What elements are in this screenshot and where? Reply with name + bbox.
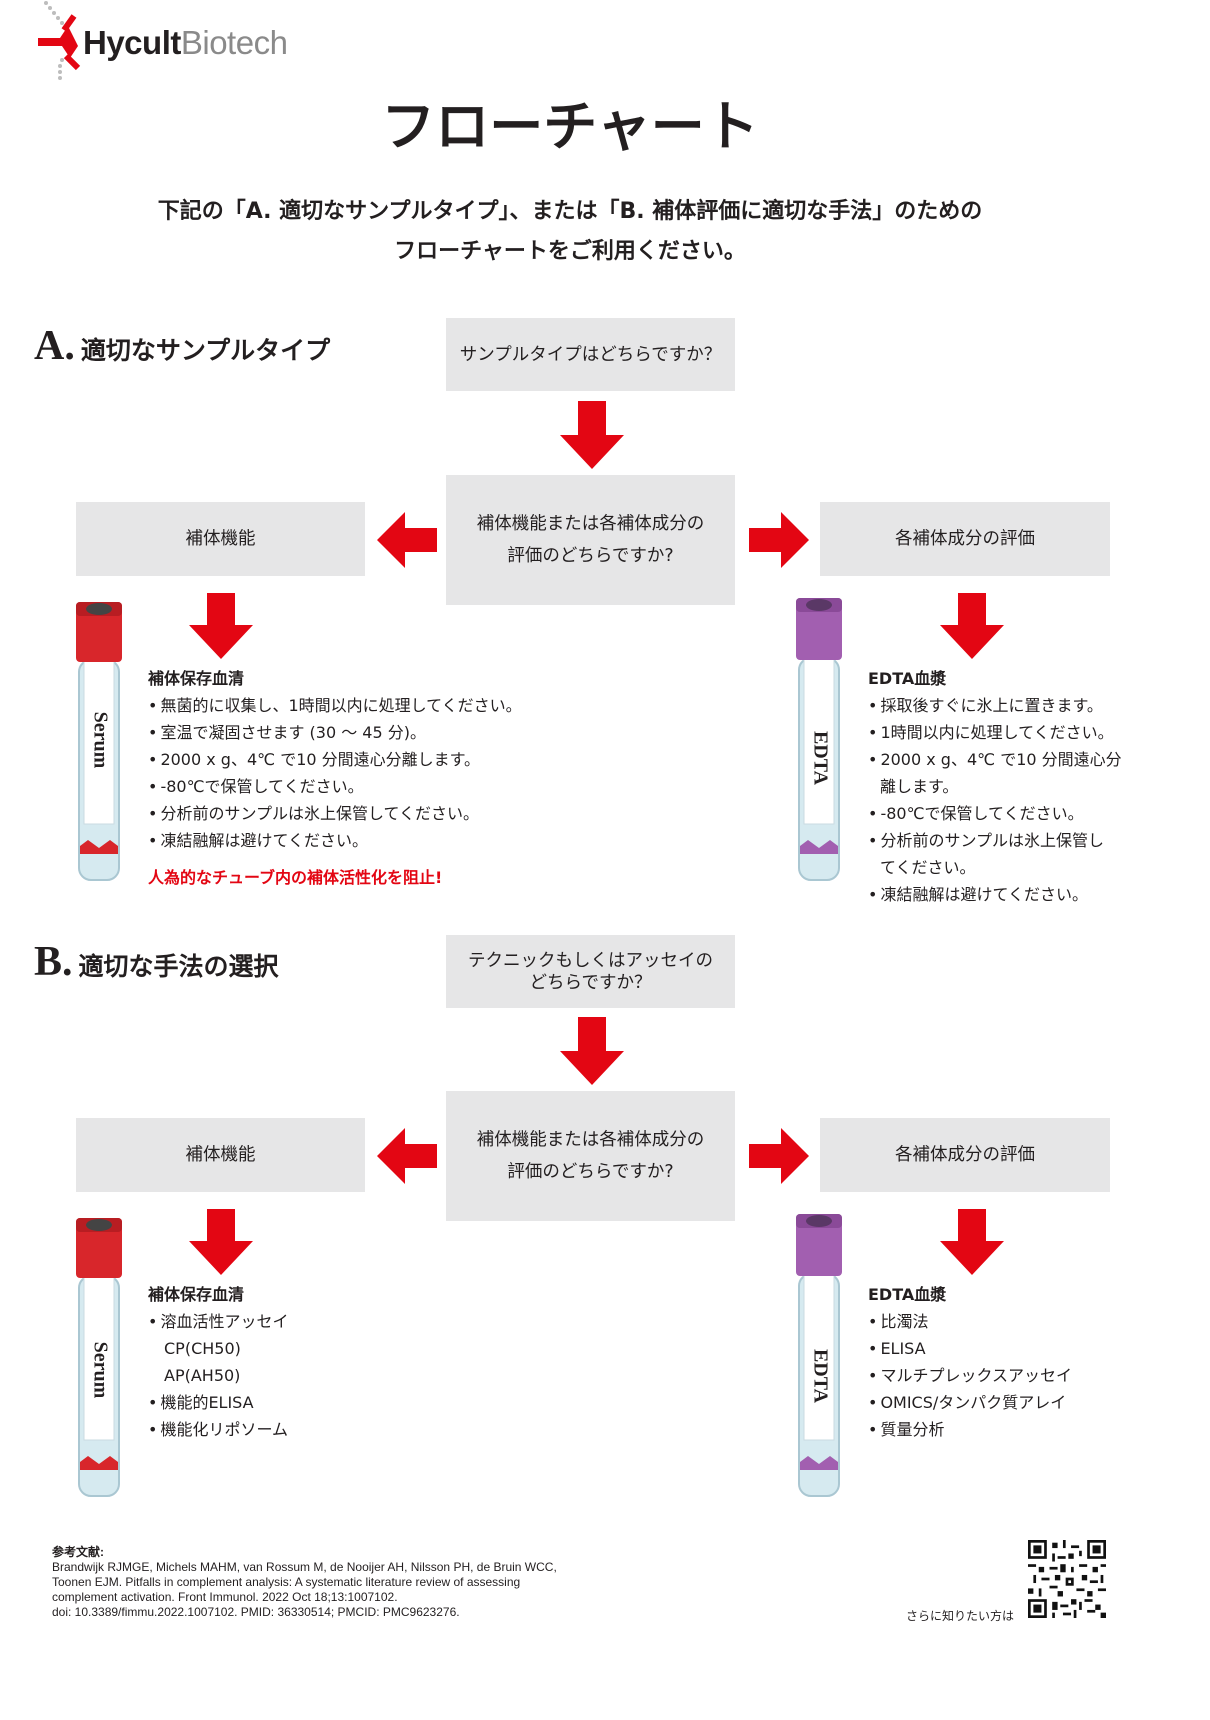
arrow-right-icon	[749, 512, 809, 568]
section-b-q2-line2: 評価のどちらですか?	[507, 1162, 674, 1182]
list-item: -80℃で保管してください。	[148, 773, 522, 800]
page-title: フローチャート	[381, 95, 759, 158]
section-a-right-box-label: 各補体成分の評価	[895, 529, 1035, 549]
reference-line: Toonen EJM. Pitfalls in complement analy…	[52, 1575, 521, 1589]
list-item: 分析前のサンプルは氷上保管し	[868, 827, 1122, 854]
section-b-q2-line1: 補体機能または各補体成分の	[476, 1130, 705, 1150]
list-item-continuation: てください。	[880, 858, 976, 877]
section-b-question-technique-or-assay: テクニックもしくはアッセイの どちらですか？	[446, 935, 735, 1008]
list-item: 2000 x g、4℃ で10 分間遠心分	[868, 746, 1121, 773]
section-b-q1-line2: どちらですか？	[529, 972, 652, 993]
section-b-title: B.適切な手法の選択	[34, 938, 279, 986]
list-heading: 補体保存血清	[148, 1285, 245, 1304]
list-item: 機能的ELISA	[148, 1389, 288, 1416]
section-a-left-box-label: 補体機能	[185, 529, 256, 549]
intro-line-1: 下記の「A. 適切なサンプルタイプ」、または「B. 補体評価に適切な手法」のため…	[157, 199, 983, 224]
list-item: 2000 x g、4℃ で10 分間遠心分離します。	[148, 746, 522, 773]
logo-text-bold: Hycult	[83, 24, 181, 61]
list-item: 1時間以内に処理してください。	[868, 719, 1122, 746]
section-b-box-complement-function: 補体機能	[76, 1118, 365, 1192]
intro-line-2: フローチャートをご利用ください。	[394, 239, 746, 264]
section-a-q2-line1: 補体機能または各補体成分の	[476, 514, 705, 534]
section-a-serum-instructions: 補体保存血清 無菌的に収集し、1時間以内に処理してください。 室温で凝固させます…	[148, 665, 522, 891]
list-item: 比濁法	[868, 1308, 1072, 1335]
section-b-right-box-label: 各補体成分の評価	[895, 1145, 1035, 1165]
intro-text: 下記の「A. 適切なサンプルタイプ」、または「B. 補体評価に適切な手法」のため…	[0, 192, 1140, 272]
list-item: 凍結融解は避けてください。	[148, 827, 522, 854]
company-logo	[30, 0, 320, 90]
list-item: -80℃で保管してください。	[868, 800, 1122, 827]
list-item-continuation: 離します。	[880, 777, 959, 796]
arrow-down-icon	[560, 401, 624, 469]
list-item: OMICS/タンパク質アレイ	[868, 1389, 1072, 1416]
reference-line: doi: 10.3389/fimmu.2022.1007102. PMID: 3…	[52, 1605, 460, 1619]
edta-tube-label: EDTA	[809, 731, 831, 786]
arrow-down-icon	[189, 1209, 253, 1275]
section-b-name: 適切な手法の選択	[78, 952, 279, 981]
reference-line: Brandwijk RJMGE, Michels MAHM, van Rossu…	[52, 1560, 557, 1574]
list-subitem: CP(CH50)	[164, 1339, 241, 1358]
edta-tube-icon: EDTA	[796, 1214, 842, 1497]
serum-tube-label: Serum	[89, 712, 111, 769]
section-a-edta-instructions: EDTA血漿 採取後すぐに氷上に置きます。 1時間以内に処理してください。 20…	[868, 665, 1122, 908]
reference-line: complement activation. Front Immunol. 20…	[52, 1590, 398, 1604]
section-b-box-component-evaluation: 各補体成分の評価	[820, 1118, 1110, 1192]
section-b-left-box-label: 補体機能	[185, 1145, 256, 1165]
arrow-left-icon	[377, 1128, 437, 1184]
section-b-serum-methods: 補体保存血清 溶血活性アッセイ CP(CH50) AP(AH50) 機能的ELI…	[148, 1281, 288, 1443]
edta-tube-icon: EDTA	[796, 598, 842, 881]
section-a-box-complement-function: 補体機能	[76, 502, 365, 576]
list-item: ELISA	[868, 1335, 1072, 1362]
list-item: 無菌的に収集し、1時間以内に処理してください。	[148, 692, 521, 719]
serum-tube-label: Serum	[89, 1342, 111, 1399]
section-a-q2-line2: 評価のどちらですか?	[507, 546, 674, 566]
section-a-q1-text: サンプルタイプはどちらですか？	[459, 344, 722, 365]
arrow-down-icon	[940, 593, 1004, 659]
section-b-q1-line1: テクニックもしくはアッセイの	[468, 950, 713, 971]
section-a-question-function-or-component: 補体機能または各補体成分の 評価のどちらですか?	[446, 475, 735, 605]
list-item: 分析前のサンプルは氷上保管してください。	[148, 800, 522, 827]
list-item: 機能化リポソーム	[148, 1416, 288, 1443]
arrow-right-icon	[749, 1128, 809, 1184]
serum-tube-icon: Serum	[76, 602, 122, 881]
list-heading: 補体保存血清	[148, 669, 245, 688]
arrow-left-icon	[377, 512, 437, 568]
list-item: 採取後すぐに氷上に置きます。	[868, 692, 1122, 719]
list-heading: EDTA血漿	[868, 1285, 947, 1304]
qr-code-icon[interactable]	[1028, 1540, 1106, 1618]
serum-tube-icon: Serum	[76, 1218, 122, 1497]
edta-tube-label: EDTA	[809, 1349, 831, 1404]
arrow-down-icon	[189, 593, 253, 659]
list-subitem: AP(AH50)	[164, 1366, 241, 1385]
section-a-letter: A.	[34, 323, 75, 369]
logo-icon	[38, 1, 81, 80]
logo-wordmark: HycultBiotech	[83, 24, 288, 62]
list-heading: EDTA血漿	[868, 669, 947, 688]
logo-text-light: Biotech	[180, 24, 288, 61]
list-item: マルチプレックスアッセイ	[868, 1362, 1072, 1389]
section-b-letter: B.	[34, 939, 73, 985]
list-item: 凍結融解は避けてください。	[868, 881, 1122, 908]
arrow-down-icon	[940, 1209, 1004, 1275]
list-item: 室温で凝固させます (30 ～ 45 分)。	[148, 719, 522, 746]
section-a-title: A.適切なサンプルタイプ	[34, 322, 330, 370]
arrow-down-icon	[560, 1017, 624, 1085]
section-a-name: 適切なサンプルタイプ	[80, 336, 331, 365]
references: 参考文献: Brandwijk RJMGE, Michels MAHM, van…	[52, 1545, 557, 1620]
section-b-edta-methods: EDTA血漿 比濁法 ELISA マルチプレックスアッセイ OMICS/タンパク…	[868, 1281, 1072, 1443]
list-item: 溶血活性アッセイ	[148, 1308, 288, 1335]
list-item: 質量分析	[868, 1416, 1072, 1443]
section-a-question-sample-type: サンプルタイプはどちらですか？	[446, 318, 735, 391]
section-a-box-component-evaluation: 各補体成分の評価	[820, 502, 1110, 576]
section-b-question-function-or-component: 補体機能または各補体成分の 評価のどちらですか?	[446, 1091, 735, 1221]
qr-caption: さらに知りたい方は	[906, 1609, 1015, 1623]
warning-text: 人為的なチューブ内の補体活性化を阻止!	[148, 868, 443, 887]
references-heading: 参考文献:	[52, 1545, 104, 1559]
